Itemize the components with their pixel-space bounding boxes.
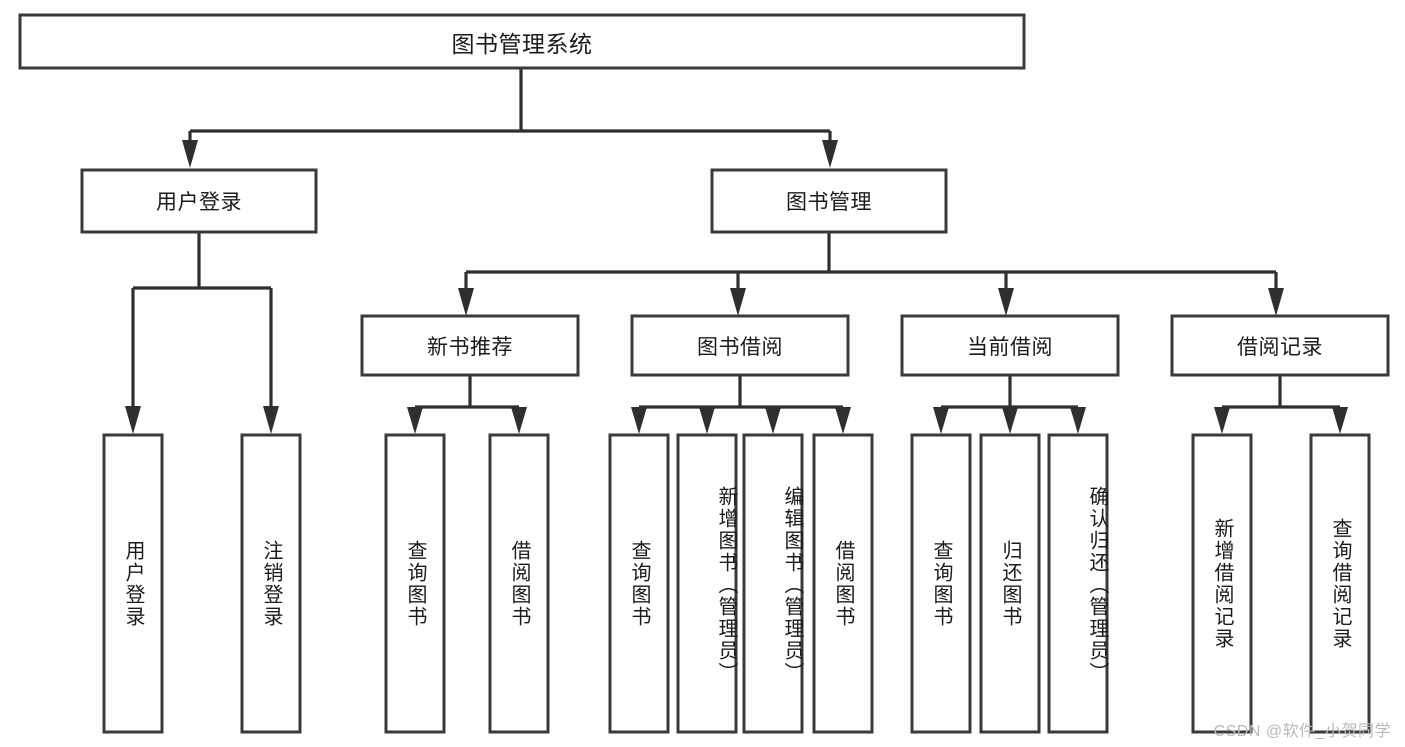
node-box-leaf-confirm-return[interactable] bbox=[1047, 433, 1109, 734]
node-box-user-login[interactable] bbox=[80, 168, 318, 234]
node-box-leaf-add-record[interactable] bbox=[1191, 433, 1253, 734]
node-box-borrow-record[interactable] bbox=[1170, 314, 1390, 377]
node-box-leaf-edit-book[interactable] bbox=[742, 433, 804, 734]
node-box-current-borrow[interactable] bbox=[900, 314, 1120, 377]
node-box-leaf-borrow-book-1[interactable] bbox=[488, 433, 550, 734]
node-box-leaf-user-login[interactable] bbox=[102, 433, 164, 734]
node-box-book-management[interactable] bbox=[710, 168, 948, 234]
connector-borrow-record-to-leaves bbox=[1214, 375, 1348, 434]
connector-current-borrow-to-leaves bbox=[933, 375, 1086, 434]
node-box-leaf-borrow-book-2[interactable] bbox=[812, 433, 874, 734]
node-box-leaf-query-book-2[interactable] bbox=[608, 433, 670, 734]
connector-root-to-level2 bbox=[182, 68, 838, 168]
connector-book-management-to-level3 bbox=[458, 232, 1284, 316]
connector-new-book-recommend-to-leaves bbox=[407, 375, 527, 434]
connector-user-login-to-leaves bbox=[125, 232, 279, 434]
node-box-new-book-recommend[interactable] bbox=[360, 314, 580, 377]
node-box-leaf-query-book-3[interactable] bbox=[910, 433, 972, 734]
node-box-leaf-return-book[interactable] bbox=[979, 433, 1041, 734]
node-box-leaf-add-book[interactable] bbox=[676, 433, 738, 734]
node-box-leaf-query-record[interactable] bbox=[1309, 433, 1371, 734]
connector-book-borrow-to-leaves bbox=[631, 375, 851, 434]
node-box-book-borrow[interactable] bbox=[630, 314, 850, 377]
node-box-leaf-query-book-1[interactable] bbox=[384, 433, 446, 734]
node-box-leaf-logout[interactable] bbox=[240, 433, 302, 734]
node-box-root[interactable] bbox=[18, 13, 1026, 70]
